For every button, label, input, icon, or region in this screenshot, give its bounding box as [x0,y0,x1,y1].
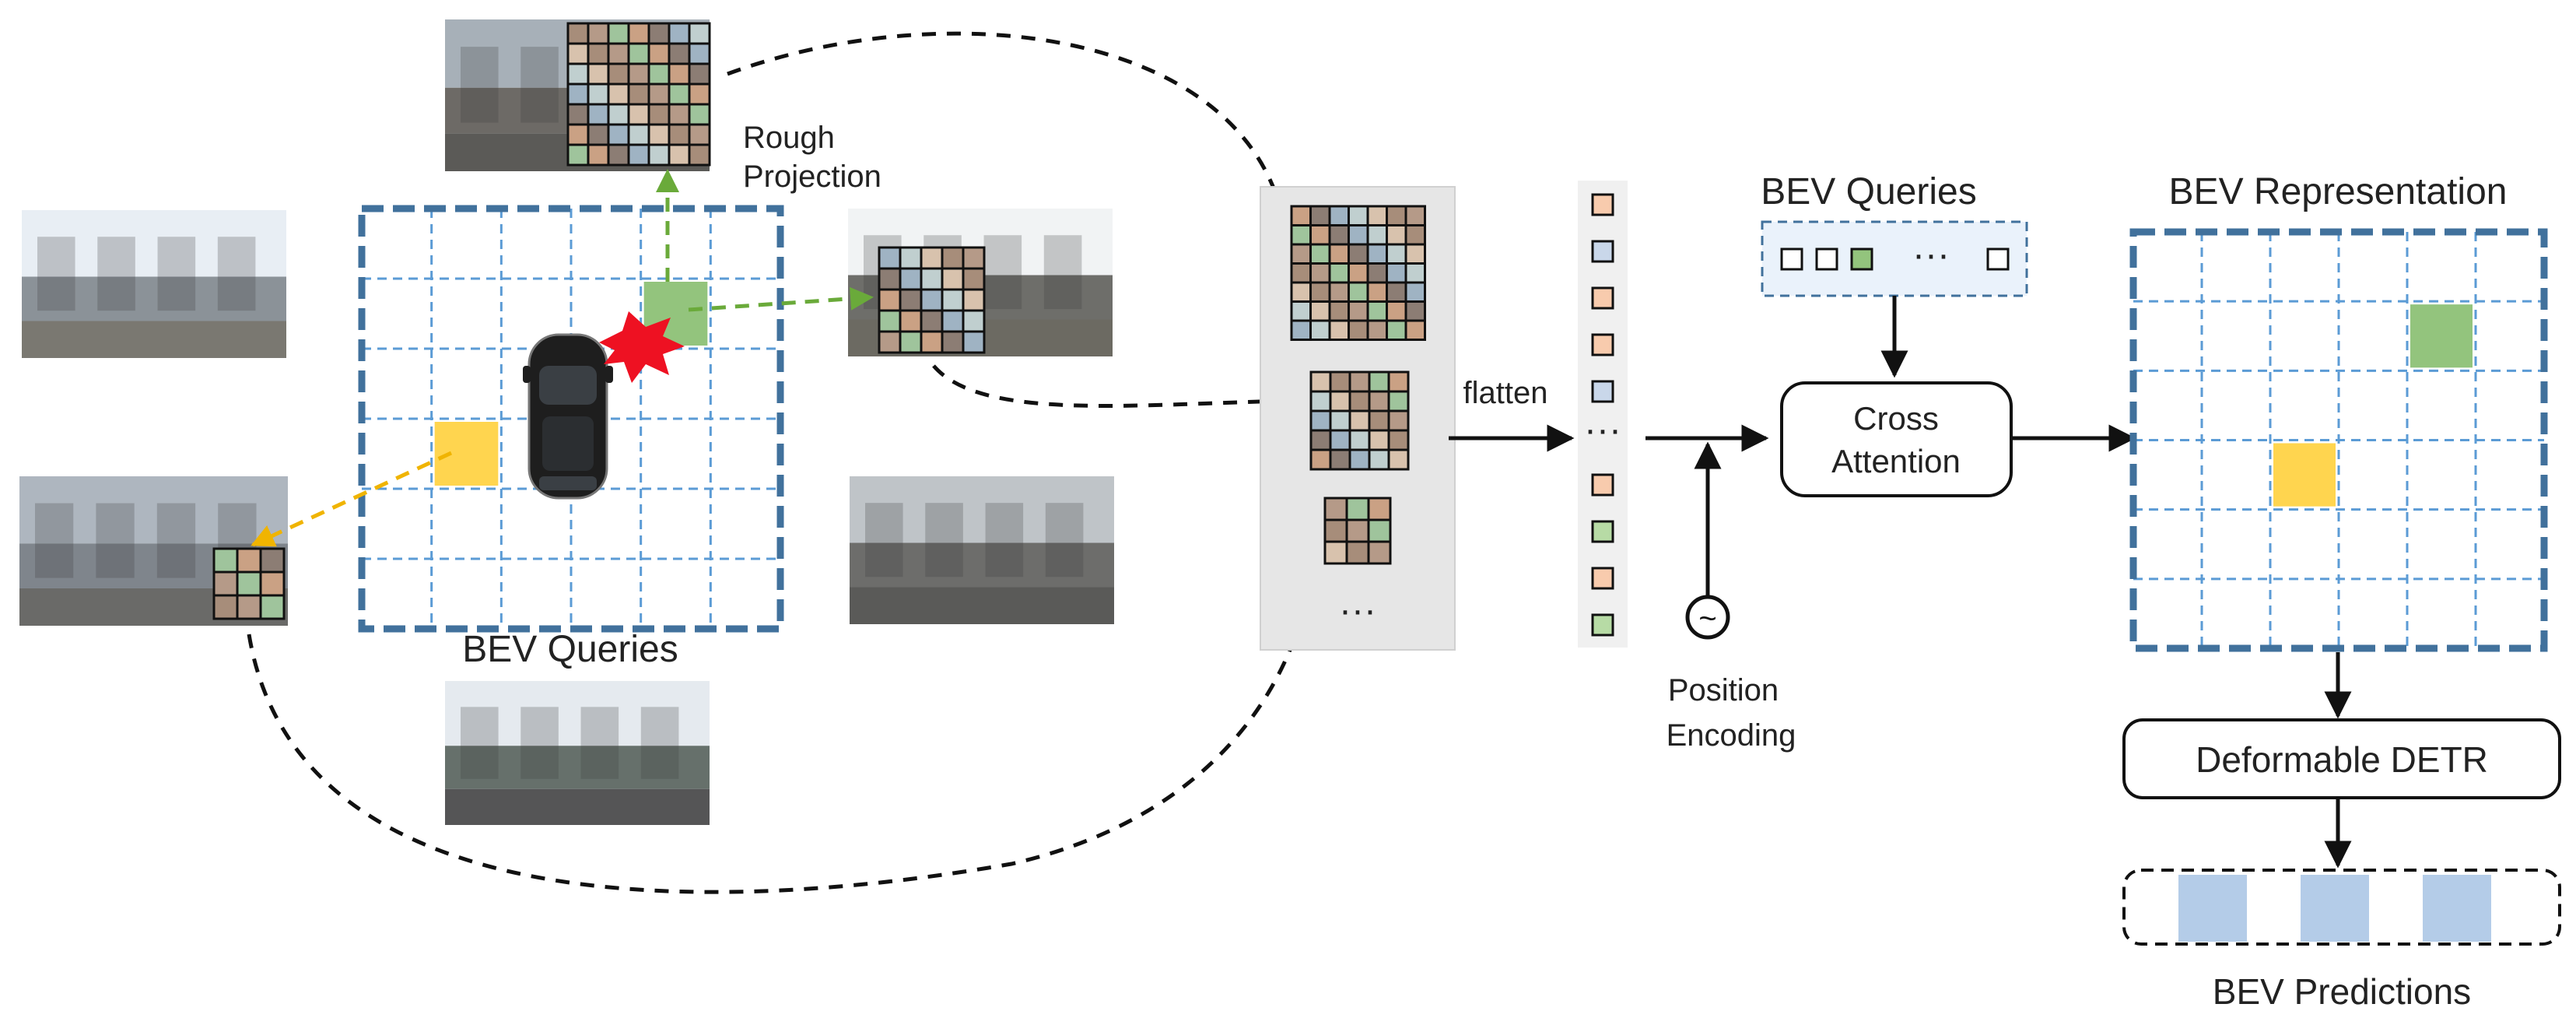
token-orange [1591,567,1614,590]
green-bev-cell [2410,304,2473,368]
query-token-empty [1986,247,2010,271]
feature-map-small [1323,497,1392,565]
ego-car-icon [523,333,613,500]
bev-predictions-label: BEV Predictions [2213,971,2471,1012]
query-token-empty [1780,247,1803,271]
token-orange [1591,473,1614,497]
feature-panel-ellipsis: ··· [1339,590,1376,631]
prediction-box [2301,875,2369,942]
flattened-tokens [1591,193,1614,637]
multiscale-feature-maps [1290,205,1426,565]
bev-representation-label: BEV Representation [2169,171,2508,212]
token-orange [1591,286,1614,310]
token-green [1591,520,1614,543]
camera-feature-patches [212,22,986,620]
deformable-detr-box [2122,718,2561,799]
prediction-box [2178,875,2247,942]
prediction-box [2423,875,2491,942]
cross-attention-label-line2: Attention [1831,443,1961,479]
position-encoding-label: Position [1668,673,1779,707]
query-token-empty [1815,247,1838,271]
position-encoding-icon [1685,595,1730,640]
token-orange [1591,333,1614,356]
hit-marker-icon [599,311,685,383]
bev-queries-box [1761,220,2028,297]
bev-queries-right-label: BEV Queries [1761,171,1976,212]
token-green [1591,613,1614,637]
flatten-label: flatten [1463,376,1548,410]
cross-attention-label: Cross [1853,400,1939,437]
camera-front-left [22,210,286,358]
deformable-detr-label: Deformable DETR [2196,739,2488,780]
camera-right-back [850,476,1114,624]
projection-arrows [251,169,874,547]
bev-query-tokens [1780,247,2010,271]
token-blue [1591,380,1614,403]
sampling-curves [247,31,1323,894]
token-ellipsis: ··· [1584,409,1621,451]
bev-representation-grid [2129,228,2548,652]
rough-projection-label-line2: Projection [743,160,881,194]
yellow-query-cell [434,422,499,486]
left-back-feature-patch [212,547,286,620]
prediction-boxes [2178,875,2491,942]
bev-queries-ellipsis: ··· [1912,234,1950,276]
position-encoding-symbol: ~ [1698,602,1716,636]
camera-back [445,681,710,825]
yellow-bev-cell [2273,443,2336,507]
right-feature-patch [878,246,986,354]
bev-queries-left-label: BEV Queries [462,629,678,670]
position-encoding-label-line2: Encoding [1667,718,1796,753]
feature-map-medium [1309,370,1410,471]
query-token-green [1850,247,1873,271]
feature-map-large [1290,205,1426,341]
front-top-feature-patch [566,22,711,167]
token-blue [1591,240,1614,263]
token-orange [1591,193,1614,216]
rough-projection-label: Rough [743,121,835,155]
